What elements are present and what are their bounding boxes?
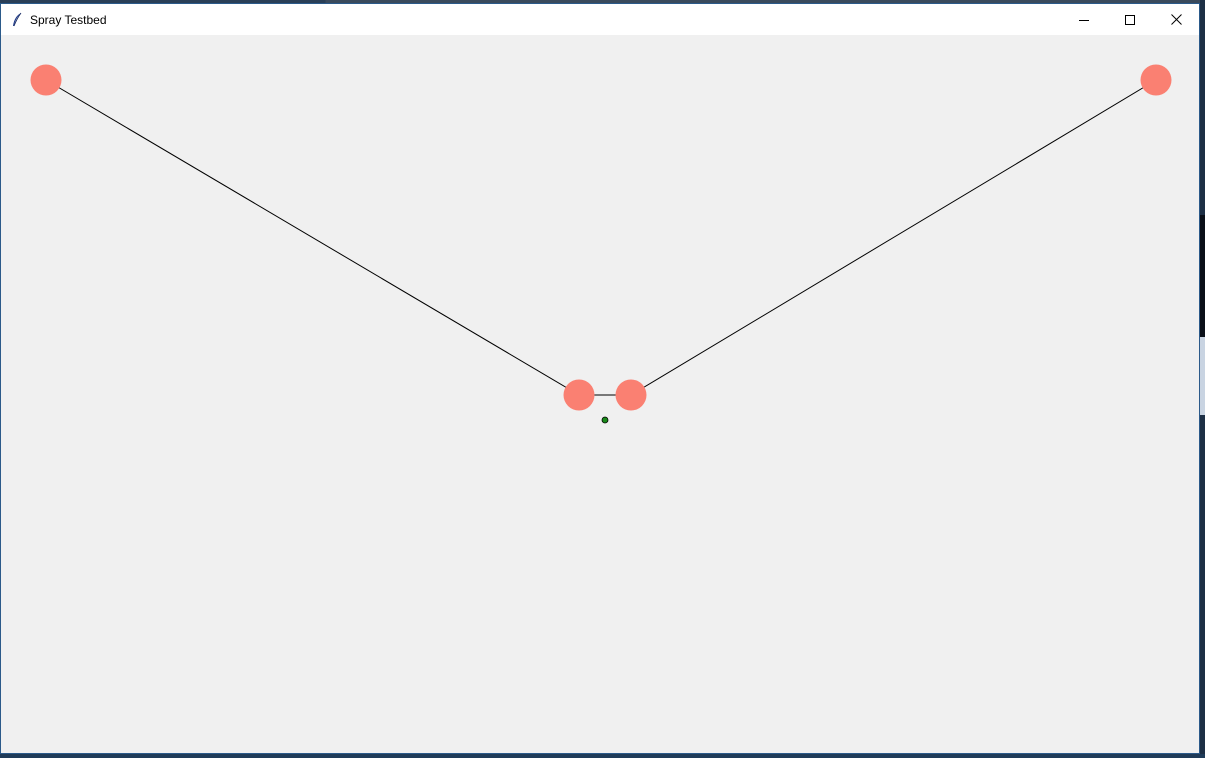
app-window: Spray Testbed	[0, 3, 1200, 754]
node-top-right[interactable]	[1140, 64, 1172, 96]
target-marker	[601, 416, 609, 424]
maximize-button[interactable]	[1107, 4, 1153, 35]
title-bar[interactable]: Spray Testbed	[1, 4, 1199, 35]
minimize-button[interactable]	[1061, 4, 1107, 35]
node-center-left[interactable]	[563, 379, 595, 411]
window-title: Spray Testbed	[30, 12, 107, 27]
canvas-drawing	[30, 64, 1172, 424]
node-center-right[interactable]	[615, 379, 647, 411]
close-button[interactable]	[1153, 4, 1199, 35]
feather-icon	[10, 12, 24, 28]
link-line-left	[45, 79, 580, 396]
close-icon	[1170, 14, 1182, 25]
desktop-edge	[1200, 0, 1205, 758]
desktop-edge-segment	[1200, 215, 1205, 337]
desktop-edge-segment	[1200, 337, 1205, 415]
drawing-canvas[interactable]	[1, 35, 1199, 753]
desktop-background	[0, 0, 1205, 3]
desktop-taskbar-edge	[0, 754, 1205, 758]
node-top-left[interactable]	[30, 64, 62, 96]
minimize-icon	[1079, 19, 1089, 21]
maximize-icon	[1125, 14, 1135, 25]
link-line-right	[630, 79, 1157, 396]
window-controls	[1061, 4, 1199, 35]
